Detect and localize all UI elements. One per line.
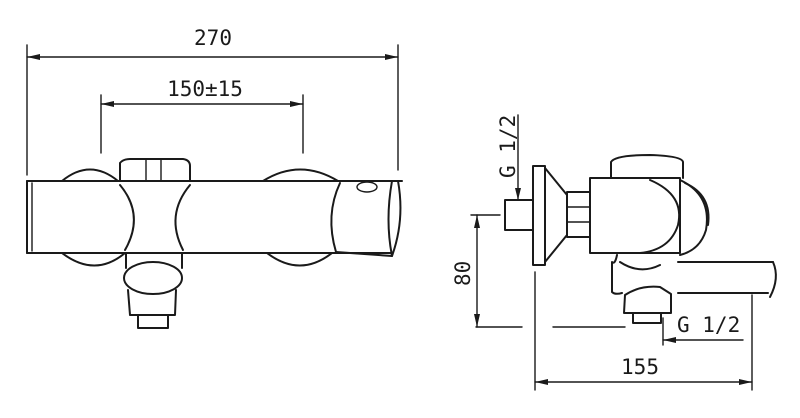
dimension-150: 150±15: [100, 77, 304, 154]
mixer-body-front: [26, 158, 403, 329]
handle-spacing-label: 150±15: [167, 77, 243, 101]
outlet-thread-label: G 1/2: [677, 313, 740, 337]
mixer-body-side: [504, 154, 777, 324]
side-view: G 1/2 80: [451, 114, 777, 391]
overall-width-label: 270: [194, 26, 232, 50]
inlet-thread-label: G 1/2: [496, 115, 520, 178]
height-label: 80: [451, 261, 475, 286]
dimension-155: 155: [534, 271, 753, 391]
outlet-thread-callout: G 1/2: [662, 313, 744, 346]
depth-label: 155: [621, 355, 659, 379]
dimension-270: 270: [26, 26, 399, 176]
dimension-80: 80: [451, 214, 626, 328]
inlet-thread-callout: G 1/2: [496, 114, 521, 201]
front-view: 270 150±15: [26, 26, 403, 329]
